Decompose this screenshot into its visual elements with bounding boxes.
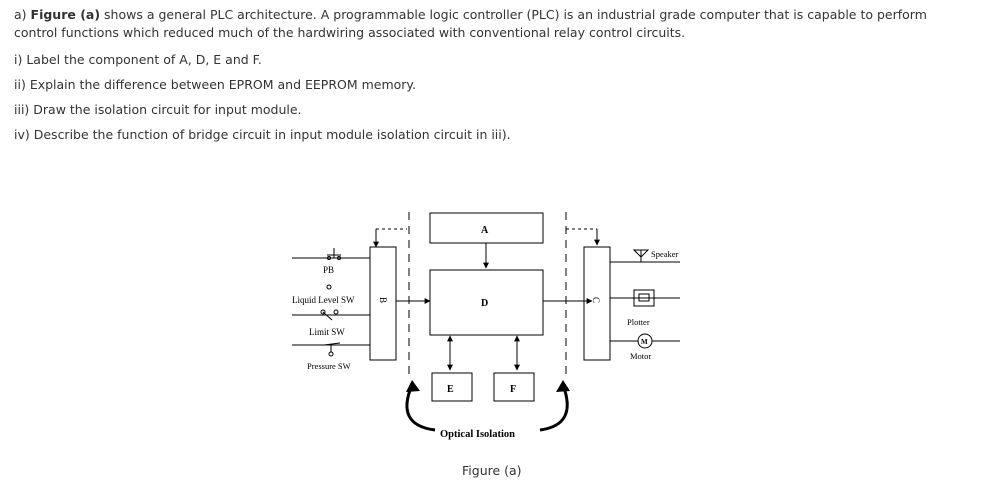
output-label-plotter: Plotter [627,317,650,327]
question-item-4: iv) Describe the function of bridge circ… [14,126,511,144]
block-c [583,246,611,361]
item-number: iii) [14,102,30,117]
block-c-label: C [591,297,601,303]
output-label-motor: Motor [630,351,651,361]
question-item-3: iii) Draw the isolation circuit for inpu… [14,101,302,119]
motor-symbol: M [641,338,648,346]
question-intro: a) Figure (a) shows a general PLC archit… [14,6,964,42]
block-e-label: E [447,384,454,395]
block-e [431,372,473,402]
block-f [493,372,535,402]
output-label-speaker: Speaker [651,249,679,259]
input-label-pressure-sw: Pressure SW [307,361,351,371]
item-text: Label the component of A, D, E and F. [26,52,262,67]
item-text: Explain the difference between EPROM and… [29,77,417,92]
item-text: Draw the isolation circuit for input mod… [33,102,302,117]
question-item-2: ii) Explain the difference between EPROM… [14,76,416,94]
block-d-label: D [481,298,488,309]
intro-text: shows a general PLC architecture. A prog… [14,7,927,40]
input-label-pb: PB [323,265,334,275]
item-number: iv) [14,127,30,142]
input-label-liquid-level: Liquid Level SW [292,295,355,305]
input-devices: PB Liquid Level SW Limit SW Pressure SW [292,248,370,371]
block-d [429,269,544,336]
item-text: Describe the function of bridge circuit … [33,127,511,142]
block-f-label: F [510,384,516,395]
block-b-label: B [378,297,388,303]
item-number: i) [14,52,23,67]
optical-isolation-label: Optical Isolation [440,429,515,440]
item-number: ii) [14,77,26,92]
figure-reference: Figure (a) [30,7,101,22]
figure-caption: Figure (a) [462,463,522,478]
question-label: a) [14,7,27,22]
plc-architecture-diagram: PB Liquid Level SW Limit SW Pressure SW … [292,212,680,440]
block-b [369,246,397,361]
block-a-label: A [481,225,489,236]
question-item-1: i) Label the component of A, D, E and F. [14,51,262,69]
input-label-limit-sw: Limit SW [309,327,345,337]
output-devices: Speaker Plotter M Motor [610,249,680,361]
